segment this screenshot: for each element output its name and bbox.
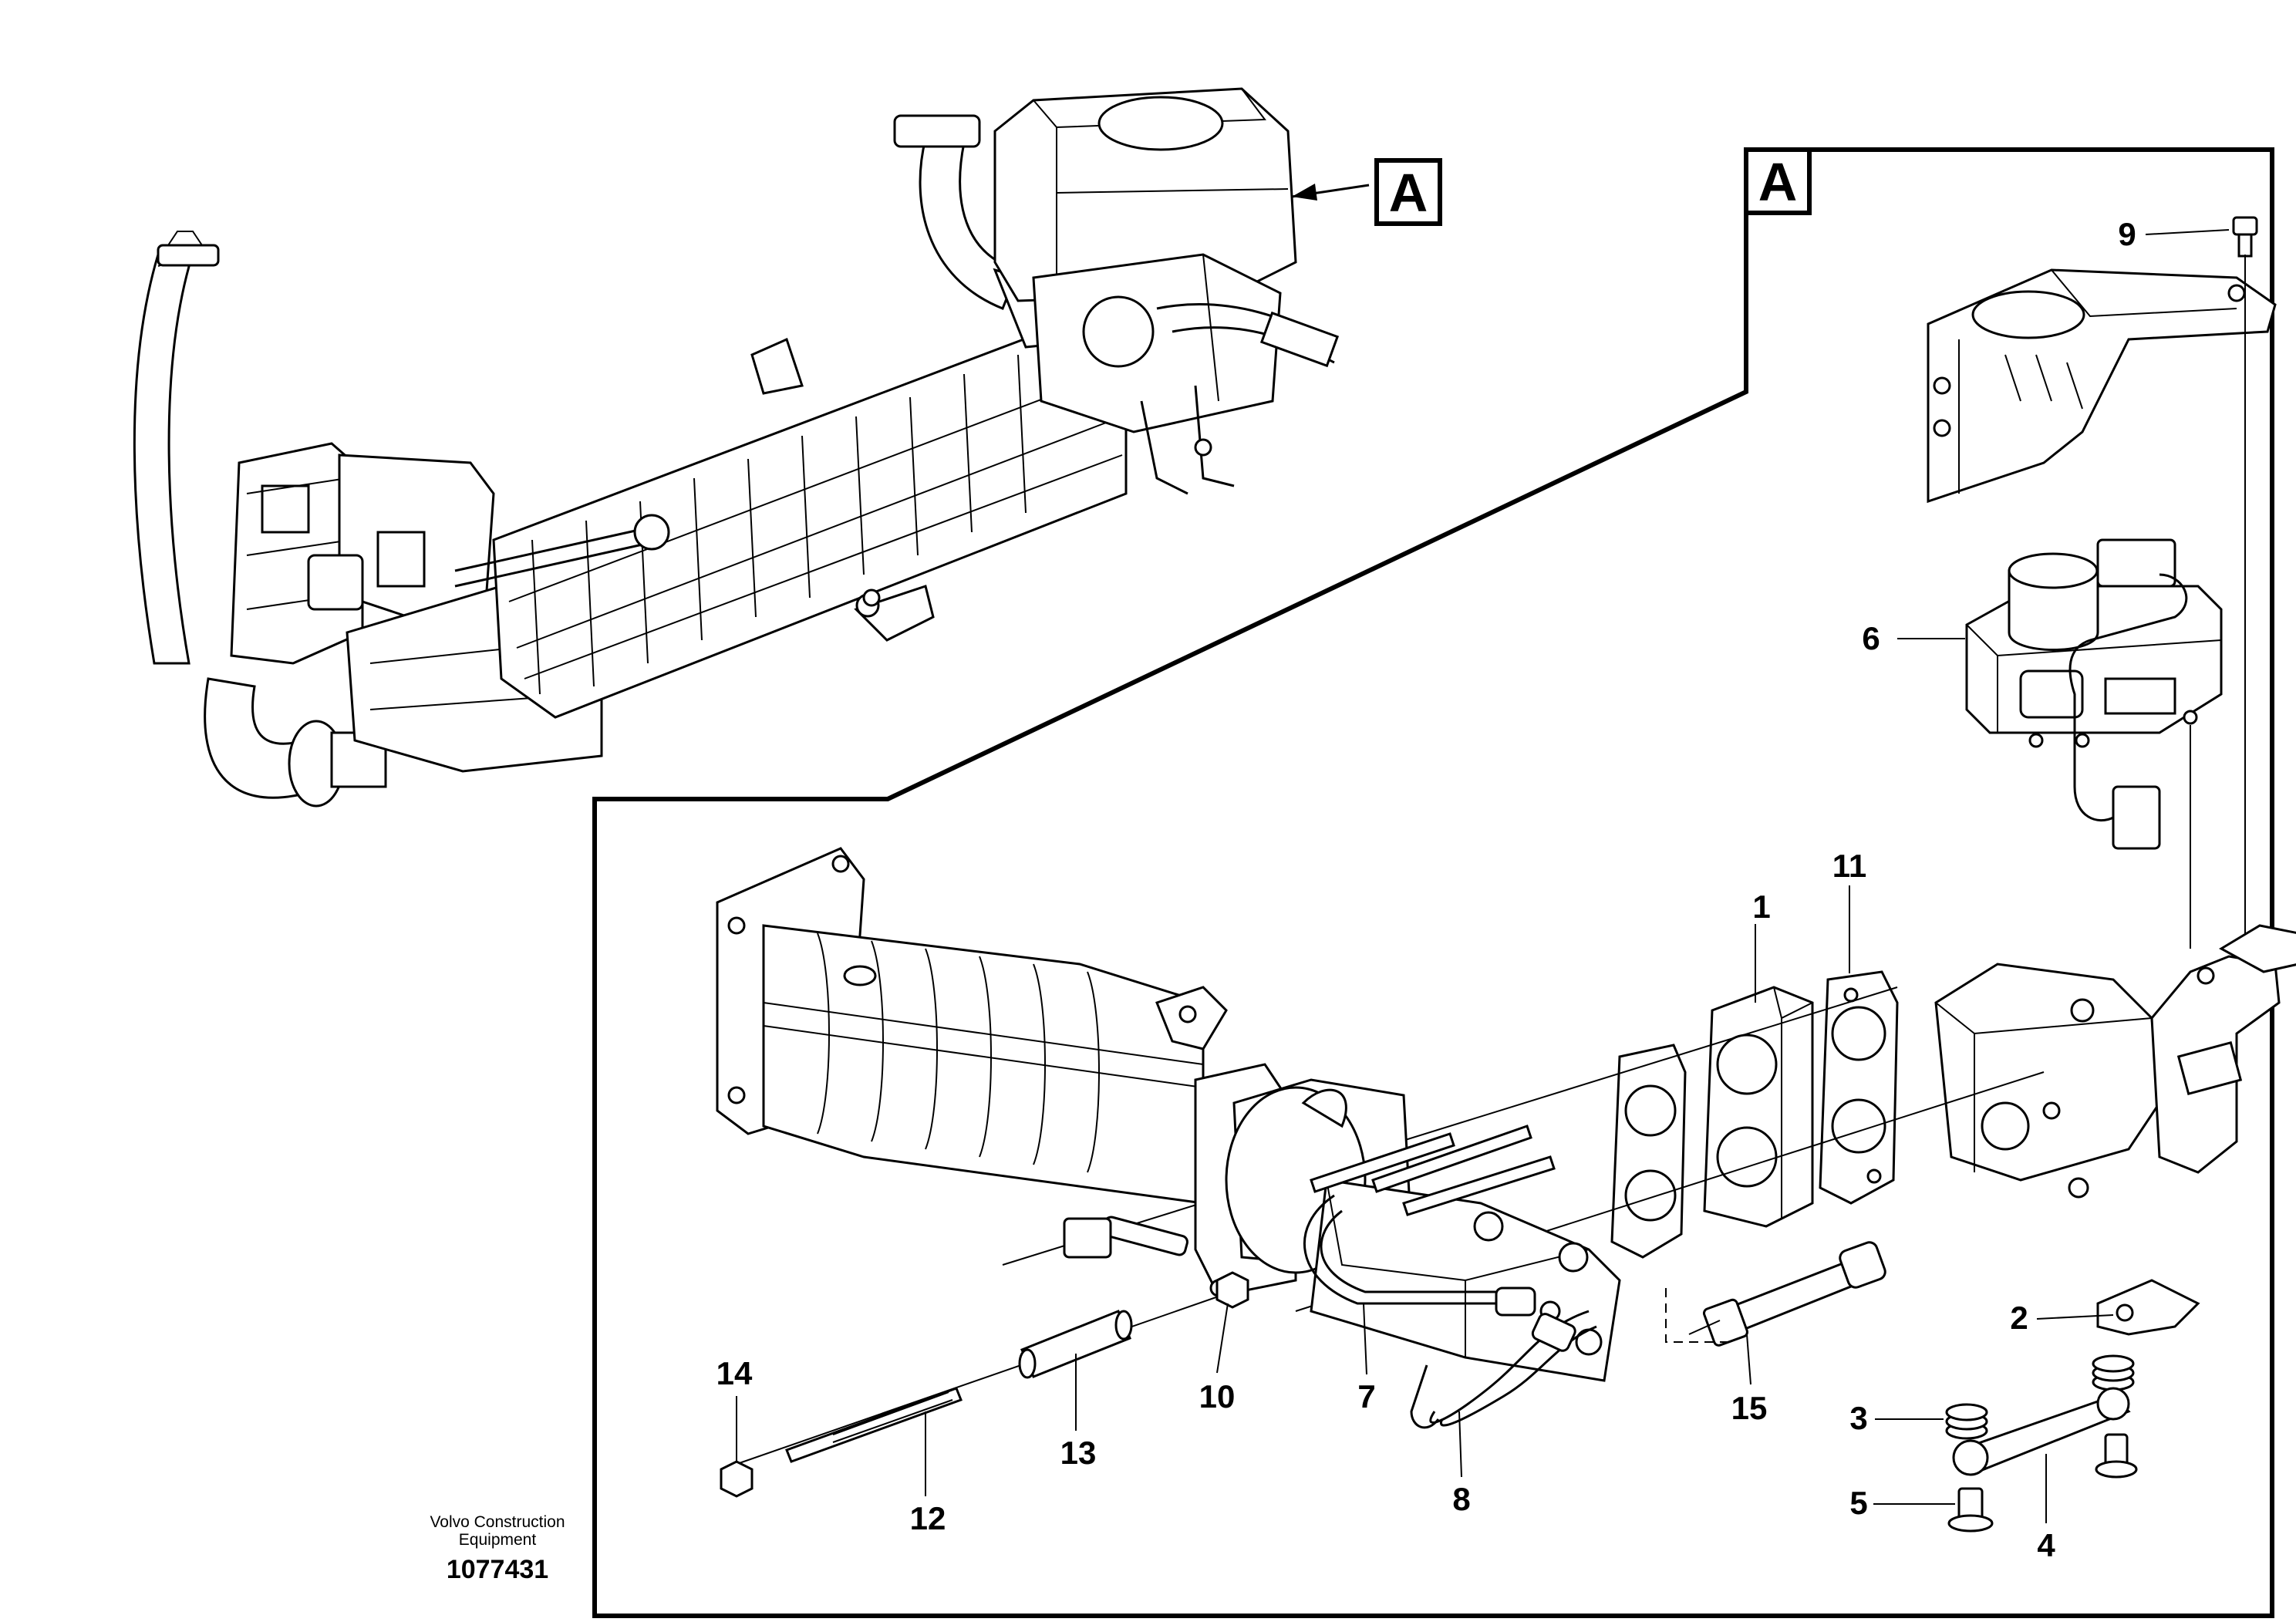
mounting-bracket xyxy=(1934,924,2296,1199)
part-13-sleeve xyxy=(1018,1310,1133,1379)
part-10-nut xyxy=(1215,1271,1249,1309)
detail-view-frame xyxy=(592,147,2274,1618)
callout-10: 10 xyxy=(1199,1378,1236,1415)
callout-9: 9 xyxy=(2118,216,2136,252)
callout-12: 12 xyxy=(910,1500,946,1536)
part-15-bolt-sleeve xyxy=(1688,1241,1886,1347)
heat-shield-bracket xyxy=(1927,268,2277,504)
callout-8: 8 xyxy=(1452,1481,1470,1517)
callout-3: 3 xyxy=(1849,1400,1867,1436)
overview-view-marker-label: A xyxy=(1389,163,1428,223)
part-11-gasket xyxy=(1819,970,1899,1205)
callout-1: 1 xyxy=(1752,889,1770,925)
callout-14: 14 xyxy=(716,1355,753,1391)
callout-5: 5 xyxy=(1849,1485,1867,1521)
part-14-nut xyxy=(720,1460,754,1498)
part-5-pins xyxy=(1947,1433,2138,1533)
part-6-egr-actuator xyxy=(1965,538,2223,850)
callout-15: 15 xyxy=(1731,1390,1768,1426)
footer-drawing-number: 1077431 xyxy=(447,1555,548,1584)
callout-7: 7 xyxy=(1357,1378,1375,1415)
callout-11: 11 xyxy=(1832,848,1866,884)
part-12-stud xyxy=(785,1387,963,1463)
part-1-spacer-block xyxy=(1703,986,1814,1228)
callout-4: 4 xyxy=(2037,1527,2055,1563)
callout-2: 2 xyxy=(2010,1300,2028,1336)
footer-brand-line1: Volvo Construction xyxy=(430,1513,565,1531)
overview-view-marker xyxy=(1374,158,1442,226)
footer-brand-line2: Equipment xyxy=(459,1531,537,1549)
part-2-lock-plate xyxy=(2096,1279,2200,1336)
part-4-lever xyxy=(1952,1387,2131,1476)
callout-13: 13 xyxy=(1060,1435,1097,1471)
part-3-springs xyxy=(1945,1354,2135,1440)
detail-view-marker-label: A xyxy=(1758,152,1798,212)
overview-assembly xyxy=(133,87,1340,808)
detail-view-marker xyxy=(1744,147,1812,215)
egr-cooler xyxy=(716,847,1621,1429)
callout-6: 6 xyxy=(1862,620,1880,656)
part-9-bolt xyxy=(2232,216,2258,258)
gasket-left xyxy=(1610,1044,1687,1259)
